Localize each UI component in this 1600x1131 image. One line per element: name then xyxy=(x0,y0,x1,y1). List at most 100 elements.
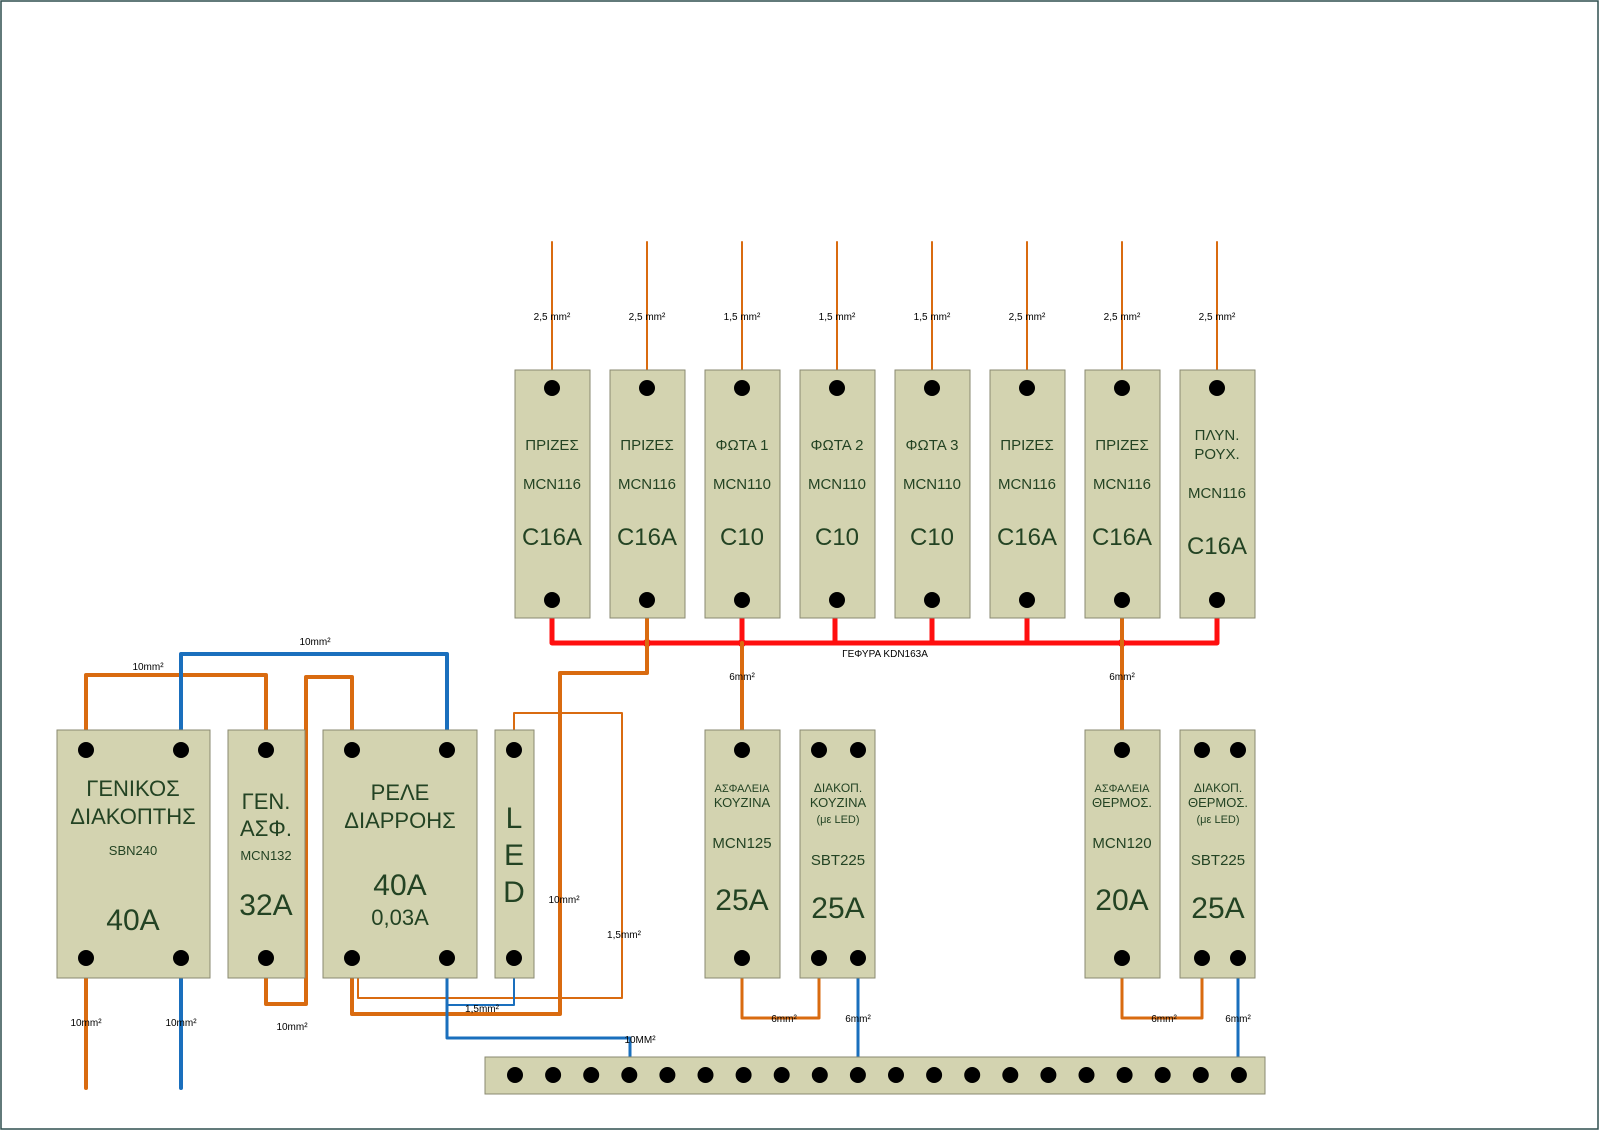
breaker-model: MCN110 xyxy=(903,476,961,493)
busbar-terminal xyxy=(888,1067,904,1083)
phase-wires xyxy=(84,595,1204,1090)
breaker-model: MCN116 xyxy=(618,476,676,493)
breaker-rating: C16A xyxy=(1092,524,1152,551)
heater-switch: ΔΙΑΚΟΠ. ΘΕΡΜΟΣ. (με LED) SBT225 25A xyxy=(1179,729,1256,979)
top-breaker-7: ΠΡΙΖΕΣ MCN116 C16A xyxy=(1084,369,1161,619)
busbar-terminal xyxy=(1154,1067,1171,1083)
led-indicator: L E D xyxy=(494,729,535,979)
top-breaker-5: ΦΩΤΑ 3 MCN110 C10 xyxy=(894,369,971,619)
device-title-line2: ΘΕΡΜΟΣ. xyxy=(1092,795,1152,810)
device-title: ΑΣΦΑΛΕΙΑ xyxy=(1094,783,1150,795)
terminal xyxy=(829,592,845,608)
device-title-line2: ΚΟΥΖΙΝΑ xyxy=(810,795,867,810)
top-breaker-8: ΠΛΥΝ. ΡΟΥΧ. MCN116 C16A xyxy=(1179,369,1256,619)
kitchen-fuse: ΑΣΦΑΛΕΙΑ ΚΟΥΖΙΝΑ MCN125 25A xyxy=(704,729,781,979)
cable-label: 6mm² xyxy=(771,1014,797,1025)
top-breaker-4: ΦΩΤΑ 2 MCN110 C10 xyxy=(799,369,876,619)
cable-label: 6mm² xyxy=(1225,1014,1251,1025)
busbar-terminal xyxy=(849,1067,866,1083)
busbar-terminal xyxy=(545,1067,562,1083)
terminal xyxy=(1114,742,1130,758)
cable-label: 10mm² xyxy=(70,1018,102,1029)
breaker-name: ΦΩΤΑ 3 xyxy=(906,437,959,454)
device-title: ΔΙΑΚΟΠ. xyxy=(814,781,862,795)
device-model: MCN125 xyxy=(712,835,771,852)
breaker-name: ΠΛΥΝ. xyxy=(1195,427,1240,444)
terminal xyxy=(258,950,274,966)
cable-label: 10mm² xyxy=(165,1018,197,1029)
device-title-line2: ΑΣΦ. xyxy=(240,816,292,841)
terminal xyxy=(811,742,827,758)
device-title-line2: ΚΟΥΖΙΝΑ xyxy=(714,795,771,810)
device-model: SBT225 xyxy=(811,852,865,869)
device-sensitivity: 0,03A xyxy=(371,905,429,930)
device-title: ΔΙΑΚΟΠ. xyxy=(1194,781,1242,795)
breaker-name-line2: ΡΟΥΧ. xyxy=(1194,446,1239,463)
device-rating: 20A xyxy=(1095,884,1148,917)
device-rating: 40A xyxy=(373,869,426,902)
breaker-name: ΦΩΤΑ 2 xyxy=(811,437,864,454)
device-title: ΓΕΝ. xyxy=(242,789,291,814)
terminal xyxy=(1209,592,1225,608)
terminal xyxy=(924,592,940,608)
cable-label: 1,5mm² xyxy=(607,930,642,941)
breaker-rating: C10 xyxy=(910,524,954,551)
terminal xyxy=(1114,380,1130,396)
device-rating: 25A xyxy=(715,884,768,917)
terminal xyxy=(78,950,94,966)
cable-label: 1,5 mm² xyxy=(724,312,761,323)
device-model: MCN120 xyxy=(1092,835,1151,852)
breaker-model: MCN116 xyxy=(1188,485,1246,502)
terminal xyxy=(734,380,750,396)
device-model: MCN132 xyxy=(240,848,291,863)
terminal xyxy=(811,950,827,966)
device-note: (με LED) xyxy=(1196,814,1239,826)
busbar-terminal xyxy=(697,1067,714,1083)
device-rating: 40A xyxy=(106,904,159,937)
breaker-name: ΦΩΤΑ 1 xyxy=(716,437,769,454)
terminal xyxy=(850,742,866,758)
cable-label: 6mm² xyxy=(729,672,755,683)
cable-label: 10mm² xyxy=(548,895,580,906)
busbar-terminal xyxy=(773,1067,790,1083)
terminal xyxy=(173,950,189,966)
breaker-name: ΠΡΙΖΕΣ xyxy=(620,437,673,454)
cable-label: 10mm² xyxy=(132,662,164,673)
terminal xyxy=(1194,742,1210,758)
terminal xyxy=(639,592,655,608)
led-letter: L xyxy=(506,802,523,835)
terminal xyxy=(506,950,522,966)
busbar-terminal xyxy=(926,1067,943,1083)
cable-label: 1,5mm² xyxy=(465,1004,500,1015)
terminal xyxy=(734,742,750,758)
terminal xyxy=(1209,380,1225,396)
device-model: SBN240 xyxy=(109,843,157,858)
led-letter: E xyxy=(504,839,524,872)
busbar-terminal xyxy=(1002,1067,1019,1083)
terminal xyxy=(1230,742,1246,758)
busbar-terminal xyxy=(507,1067,523,1083)
busbar-terminal xyxy=(1040,1067,1057,1083)
breaker-name: ΠΡΙΖΕΣ xyxy=(1000,437,1053,454)
cable-label: 10mm² xyxy=(276,1022,308,1033)
terminal xyxy=(850,950,866,966)
terminal xyxy=(506,742,522,758)
terminal xyxy=(439,742,455,758)
breaker-name: ΠΡΙΖΕΣ xyxy=(1095,437,1148,454)
terminal xyxy=(1230,950,1246,966)
terminal xyxy=(1194,950,1210,966)
top-breaker-1: ΠΡΙΖΕΣ MCN116 C16A xyxy=(514,369,591,619)
cable-labels: 10mm² 10mm² 10mm² 10mm² 10mm² 10mm² 1,5m… xyxy=(70,637,1251,1046)
busbar-terminal xyxy=(621,1067,638,1083)
device-title: ΡΕΛΕ xyxy=(371,780,430,805)
top-feeder-wires xyxy=(551,241,1218,389)
device-model: SBT225 xyxy=(1191,852,1245,869)
breaker-rating: C16A xyxy=(522,524,582,551)
breaker-rating: C16A xyxy=(617,524,677,551)
device-rating: 25A xyxy=(1191,892,1244,925)
device-title: ΑΣΦΑΛΕΙΑ xyxy=(714,783,770,795)
device-title-line2: ΔΙΑΚΟΠΤΗΣ xyxy=(70,804,195,829)
breaker-rating: C16A xyxy=(1187,533,1247,560)
top-breaker-3: ΦΩΤΑ 1 MCN110 C10 xyxy=(704,369,781,619)
